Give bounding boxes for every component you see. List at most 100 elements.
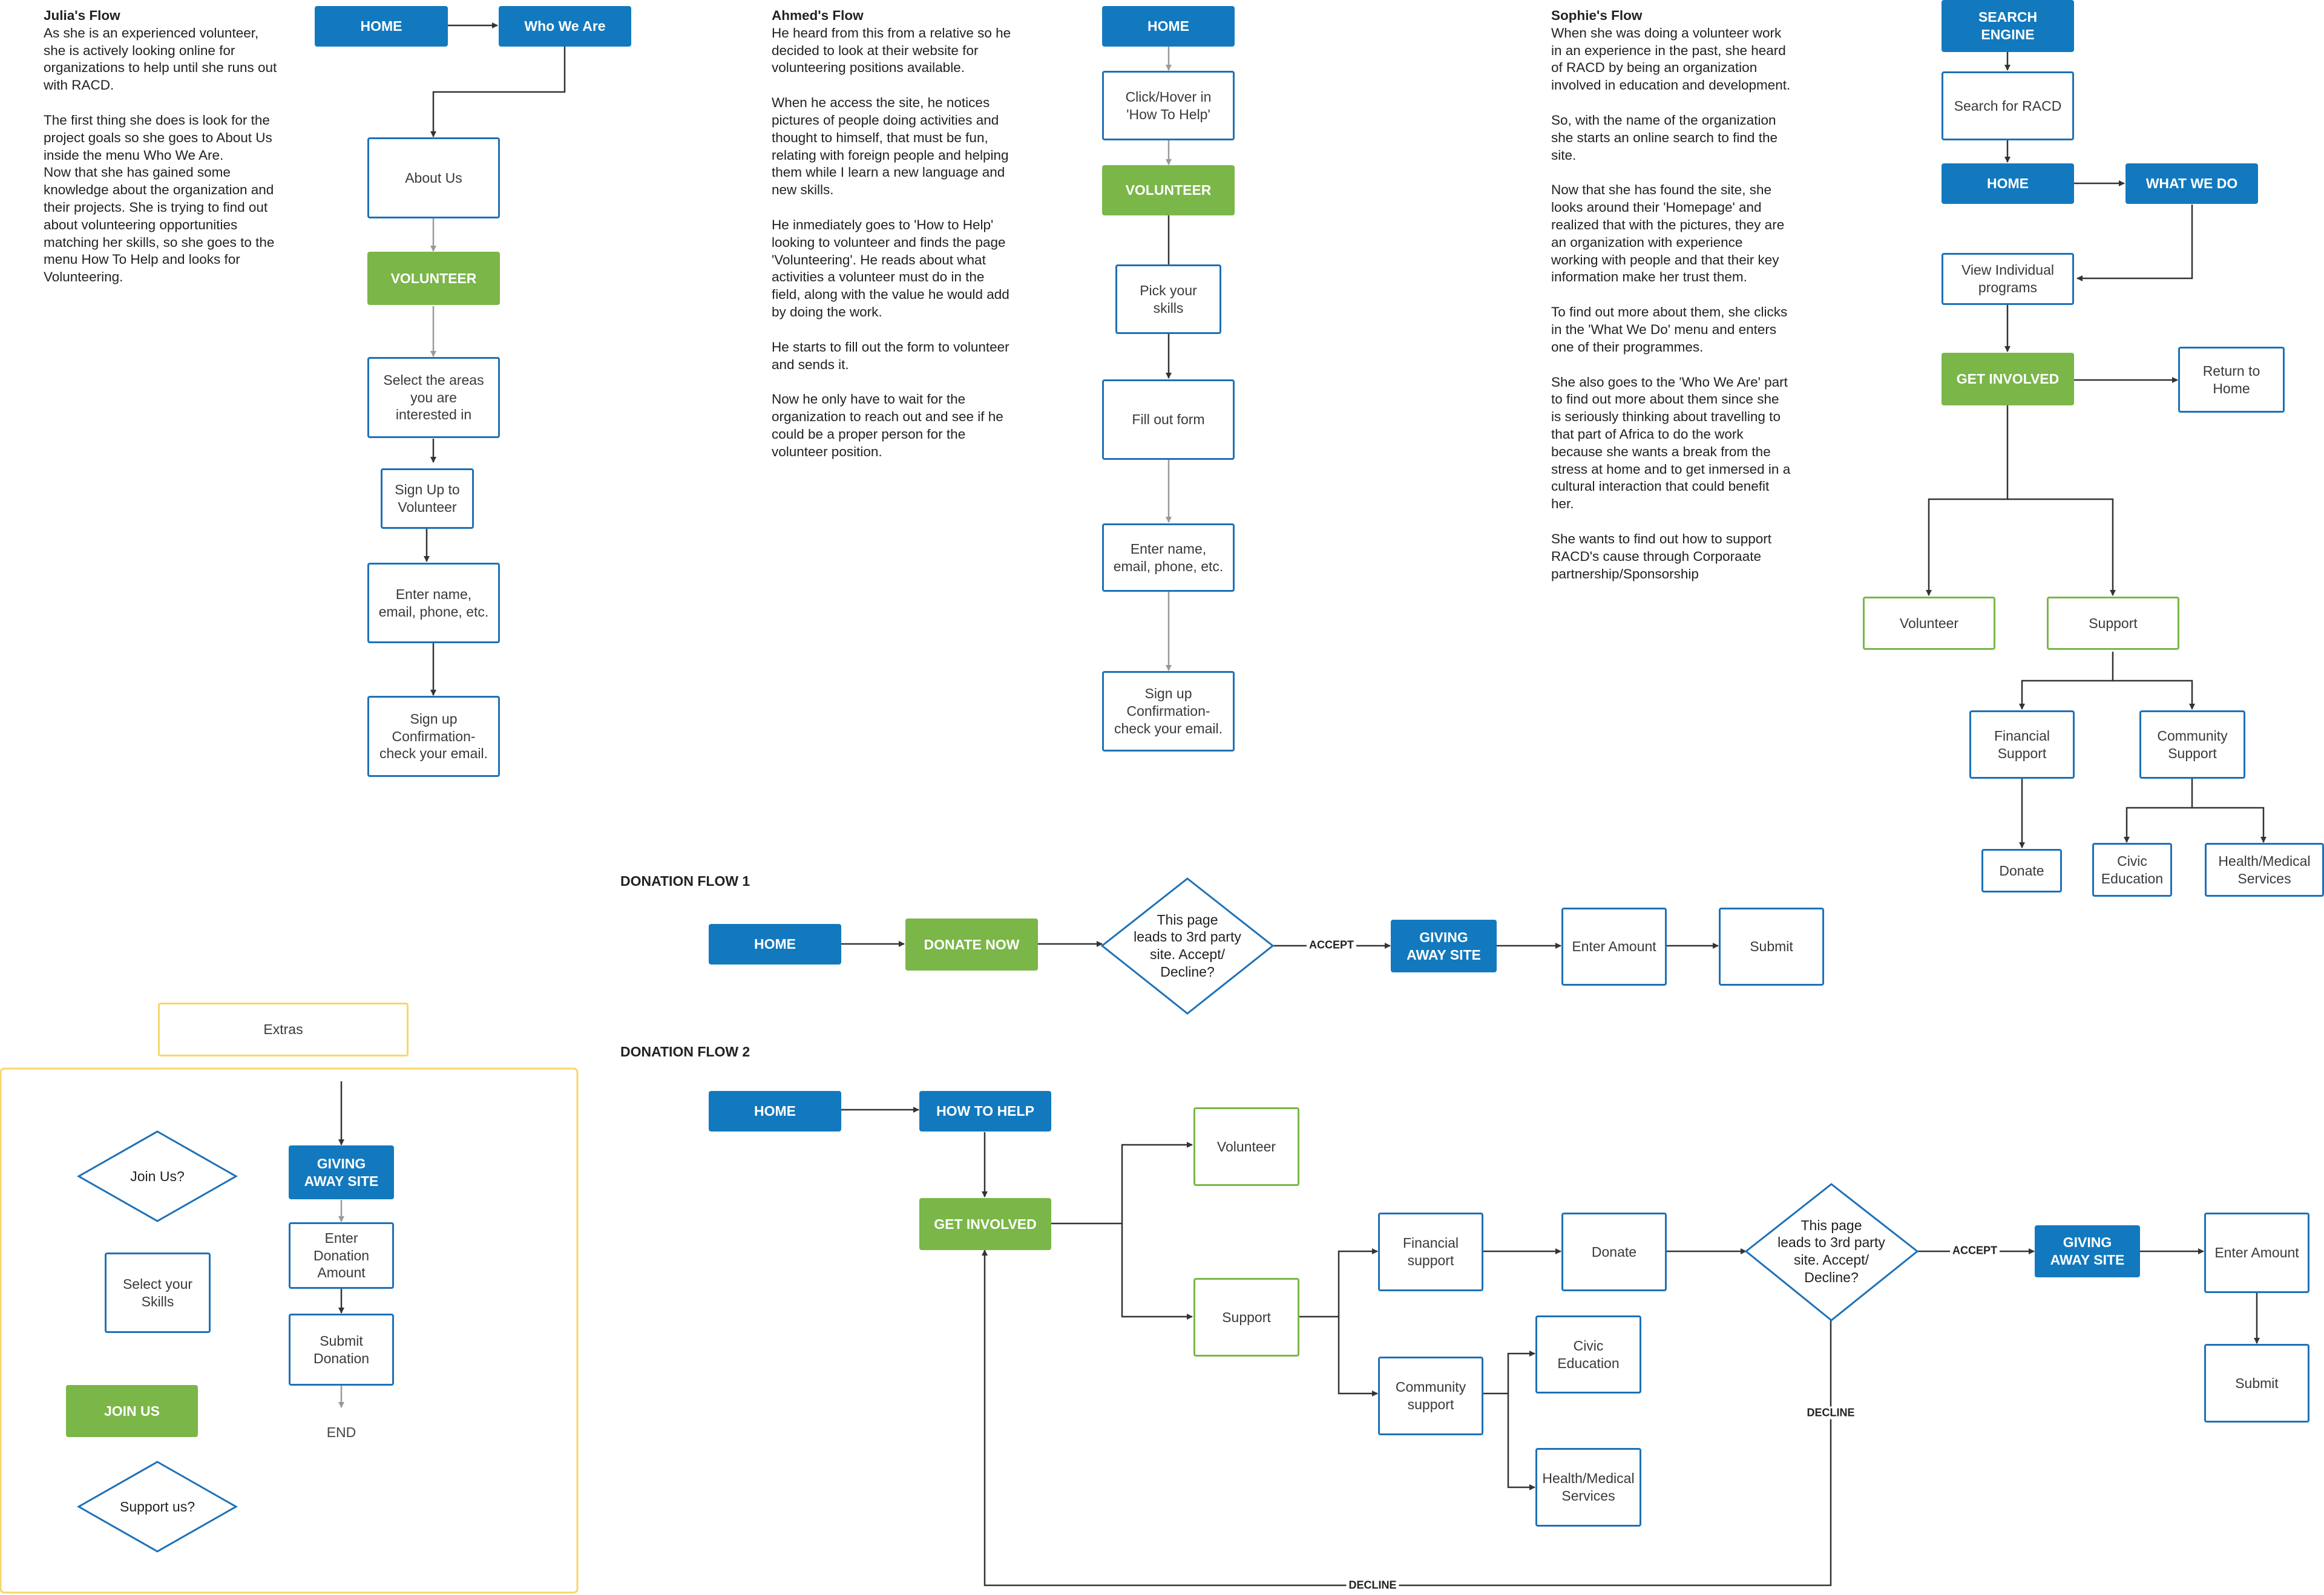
sophie-return-home-node[interactable]: Return to Home: [2178, 347, 2285, 413]
edge: [2019, 652, 2114, 710]
ahmed-pick-skills-node[interactable]: Pick your skills: [1115, 264, 1221, 334]
d2-enter-amount-node[interactable]: Enter Amount: [2204, 1213, 2309, 1293]
d1-home-node[interactable]: HOME: [709, 924, 841, 965]
join-us-diamond: [76, 1130, 238, 1222]
julia-confirm-node[interactable]: Sign up Confirmation- check your email.: [367, 696, 500, 777]
sophie-search-racd-node[interactable]: Search for RACD: [1942, 71, 2074, 140]
julia-paragraph: The first thing she does is look for the…: [44, 112, 275, 285]
julia-paragraph: As she is an experienced volunteer, she …: [44, 25, 277, 93]
decision-diamond: [1100, 877, 1275, 1015]
edge: [1483, 1351, 1535, 1395]
edge: [2113, 680, 2195, 710]
ahmed-paragraph: He inmediately goes to 'How to Help' loo…: [772, 217, 1009, 319]
sophie-paragraph: So, with the name of the organization sh…: [1551, 112, 1777, 163]
sophie-home-node[interactable]: HOME: [1942, 163, 2074, 204]
support-us-diamond: [76, 1461, 238, 1553]
d1-enter-amount-node[interactable]: Enter Amount: [1561, 908, 1667, 986]
extras-join-us-question[interactable]: Join Us?: [130, 1168, 185, 1184]
d1-accept-label: ACCEPT: [1306, 938, 1357, 952]
julia-who-we-are-node[interactable]: Who We Are: [499, 6, 631, 47]
d1-giving-away-node[interactable]: GIVING AWAY SITE: [1391, 920, 1497, 972]
ahmed-story: Ahmed's Flow He heard from this from a r…: [772, 7, 1044, 461]
julia-enter-name-node[interactable]: Enter name, email, phone, etc.: [367, 563, 500, 643]
extras-frame: [0, 1067, 579, 1594]
d2-civic-node[interactable]: Civic Education: [1535, 1315, 1641, 1394]
edge: [1299, 1248, 1378, 1318]
ahmed-enter-name-node[interactable]: Enter name, email, phone, etc.: [1102, 523, 1235, 592]
d2-financial-node[interactable]: Financial support: [1378, 1213, 1483, 1291]
donation-flow-1-title: DONATION FLOW 1: [620, 873, 750, 889]
ahmed-click-hover-node[interactable]: Click/Hover in 'How To Help': [1102, 71, 1235, 140]
sophie-search-engine-node[interactable]: SEARCH ENGINE: [1942, 0, 2074, 52]
julia-story: Julia's Flow As she is an experienced vo…: [44, 7, 310, 286]
d2-how-to-help-node[interactable]: HOW TO HELP: [919, 1091, 1051, 1132]
d2-health-node[interactable]: Health/Medical Services: [1535, 1448, 1641, 1527]
edge: [2192, 807, 2267, 843]
sophie-get-involved-node[interactable]: GET INVOLVED: [1942, 353, 2074, 405]
extras-giving-away-node[interactable]: GIVING AWAY SITE: [289, 1145, 394, 1199]
edge: [2124, 779, 2193, 843]
sophie-story: Sophie's Flow When she was doing a volun…: [1551, 7, 1823, 583]
julia-home-node[interactable]: HOME: [315, 6, 448, 47]
extras-select-skills-node[interactable]: Select your Skills: [105, 1253, 211, 1333]
d2-support-node[interactable]: Support: [1193, 1278, 1299, 1357]
d2-get-involved-node[interactable]: GET INVOLVED: [919, 1198, 1051, 1250]
extras-join-us-button[interactable]: JOIN US: [66, 1385, 198, 1437]
d2-donate-node[interactable]: Donate: [1561, 1213, 1667, 1291]
ahmed-paragraph: He starts to fill out the form to volunt…: [772, 339, 1009, 372]
sophie-donate-node[interactable]: Donate: [1981, 849, 2062, 892]
ahmed-fill-form-node[interactable]: Fill out form: [1102, 379, 1235, 460]
sophie-community-node[interactable]: Community Support: [2139, 710, 2245, 779]
sophie-what-we-do-node[interactable]: WHAT WE DO: [2125, 163, 2258, 204]
ahmed-paragraph: Now he only have to wait for the organiz…: [772, 391, 1003, 459]
ahmed-paragraph: He heard from this from a relative so he…: [772, 25, 1011, 76]
d2-decline-label: DECLINE: [1346, 1579, 1399, 1592]
sophie-support-node[interactable]: Support: [2047, 597, 2179, 650]
edge: [1051, 1142, 1193, 1225]
d2-accept-label: ACCEPT: [1949, 1244, 2000, 1257]
d2-submit-node[interactable]: Submit: [2204, 1344, 2309, 1423]
julia-volunteer-node[interactable]: VOLUNTEER: [367, 252, 500, 305]
edge: [1338, 1317, 1378, 1397]
edge: [2076, 205, 2193, 281]
julia-about-us-node[interactable]: About Us: [367, 137, 500, 218]
julia-title: Julia's Flow: [44, 8, 120, 23]
d1-decision-text: This page leads to 3rd party site. Accep…: [1134, 911, 1241, 980]
d2-community-node[interactable]: Community support: [1378, 1357, 1483, 1435]
ahmed-paragraph: When he access the site, he notices pict…: [772, 95, 1009, 198]
d2-decision-text: This page leads to 3rd party site. Accep…: [1777, 1217, 1885, 1285]
ahmed-home-node[interactable]: HOME: [1102, 6, 1235, 47]
decision-diamond: [1744, 1183, 1919, 1322]
ahmed-confirm-node[interactable]: Sign up Confirmation- check your email.: [1102, 671, 1235, 752]
extras-support-us-question[interactable]: Support us?: [119, 1498, 195, 1515]
julia-sign-up-node[interactable]: Sign Up to Volunteer: [381, 468, 474, 529]
edge: [430, 46, 566, 137]
sophie-title: Sophie's Flow: [1551, 8, 1643, 23]
d2-decline-label: DECLINE: [1804, 1406, 1857, 1420]
extras-submit-donation-node[interactable]: Submit Donation: [289, 1314, 394, 1386]
sophie-paragraph: When she was doing a volunteer work in a…: [1551, 25, 1791, 93]
extras-end-label: END: [326, 1424, 356, 1440]
edge: [1926, 405, 2009, 596]
edge: [1507, 1394, 1535, 1490]
sophie-volunteer-node[interactable]: Volunteer: [1863, 597, 1995, 650]
extras-title-box: Extras: [158, 1003, 409, 1056]
sophie-paragraph: Now that she has found the site, she loo…: [1551, 182, 1785, 285]
sophie-civic-node[interactable]: Civic Education: [2092, 843, 2172, 897]
ahmed-volunteer-node[interactable]: VOLUNTEER: [1102, 165, 1235, 215]
julia-select-areas-node[interactable]: Select the areas you are interested in: [367, 357, 500, 438]
sophie-paragraph: She also goes to the 'Who We Are' part t…: [1551, 374, 1791, 512]
d2-home-node[interactable]: HOME: [709, 1091, 841, 1132]
d2-giving-away-node[interactable]: GIVING AWAY SITE: [2035, 1225, 2140, 1277]
ahmed-title: Ahmed's Flow: [772, 8, 864, 23]
sophie-health-node[interactable]: Health/Medical Services: [2205, 843, 2324, 897]
edge: [982, 1249, 1832, 1587]
sophie-view-programs-node[interactable]: View Individual programs: [1942, 253, 2074, 305]
d1-donate-now-node[interactable]: DONATE NOW: [905, 919, 1038, 971]
edge: [2007, 498, 2116, 596]
sophie-financial-node[interactable]: Financial Support: [1969, 710, 2075, 779]
extras-enter-donation-node[interactable]: Enter Donation Amount: [289, 1222, 394, 1289]
d2-volunteer-node[interactable]: Volunteer: [1193, 1107, 1299, 1186]
d1-submit-node[interactable]: Submit: [1719, 908, 1824, 986]
